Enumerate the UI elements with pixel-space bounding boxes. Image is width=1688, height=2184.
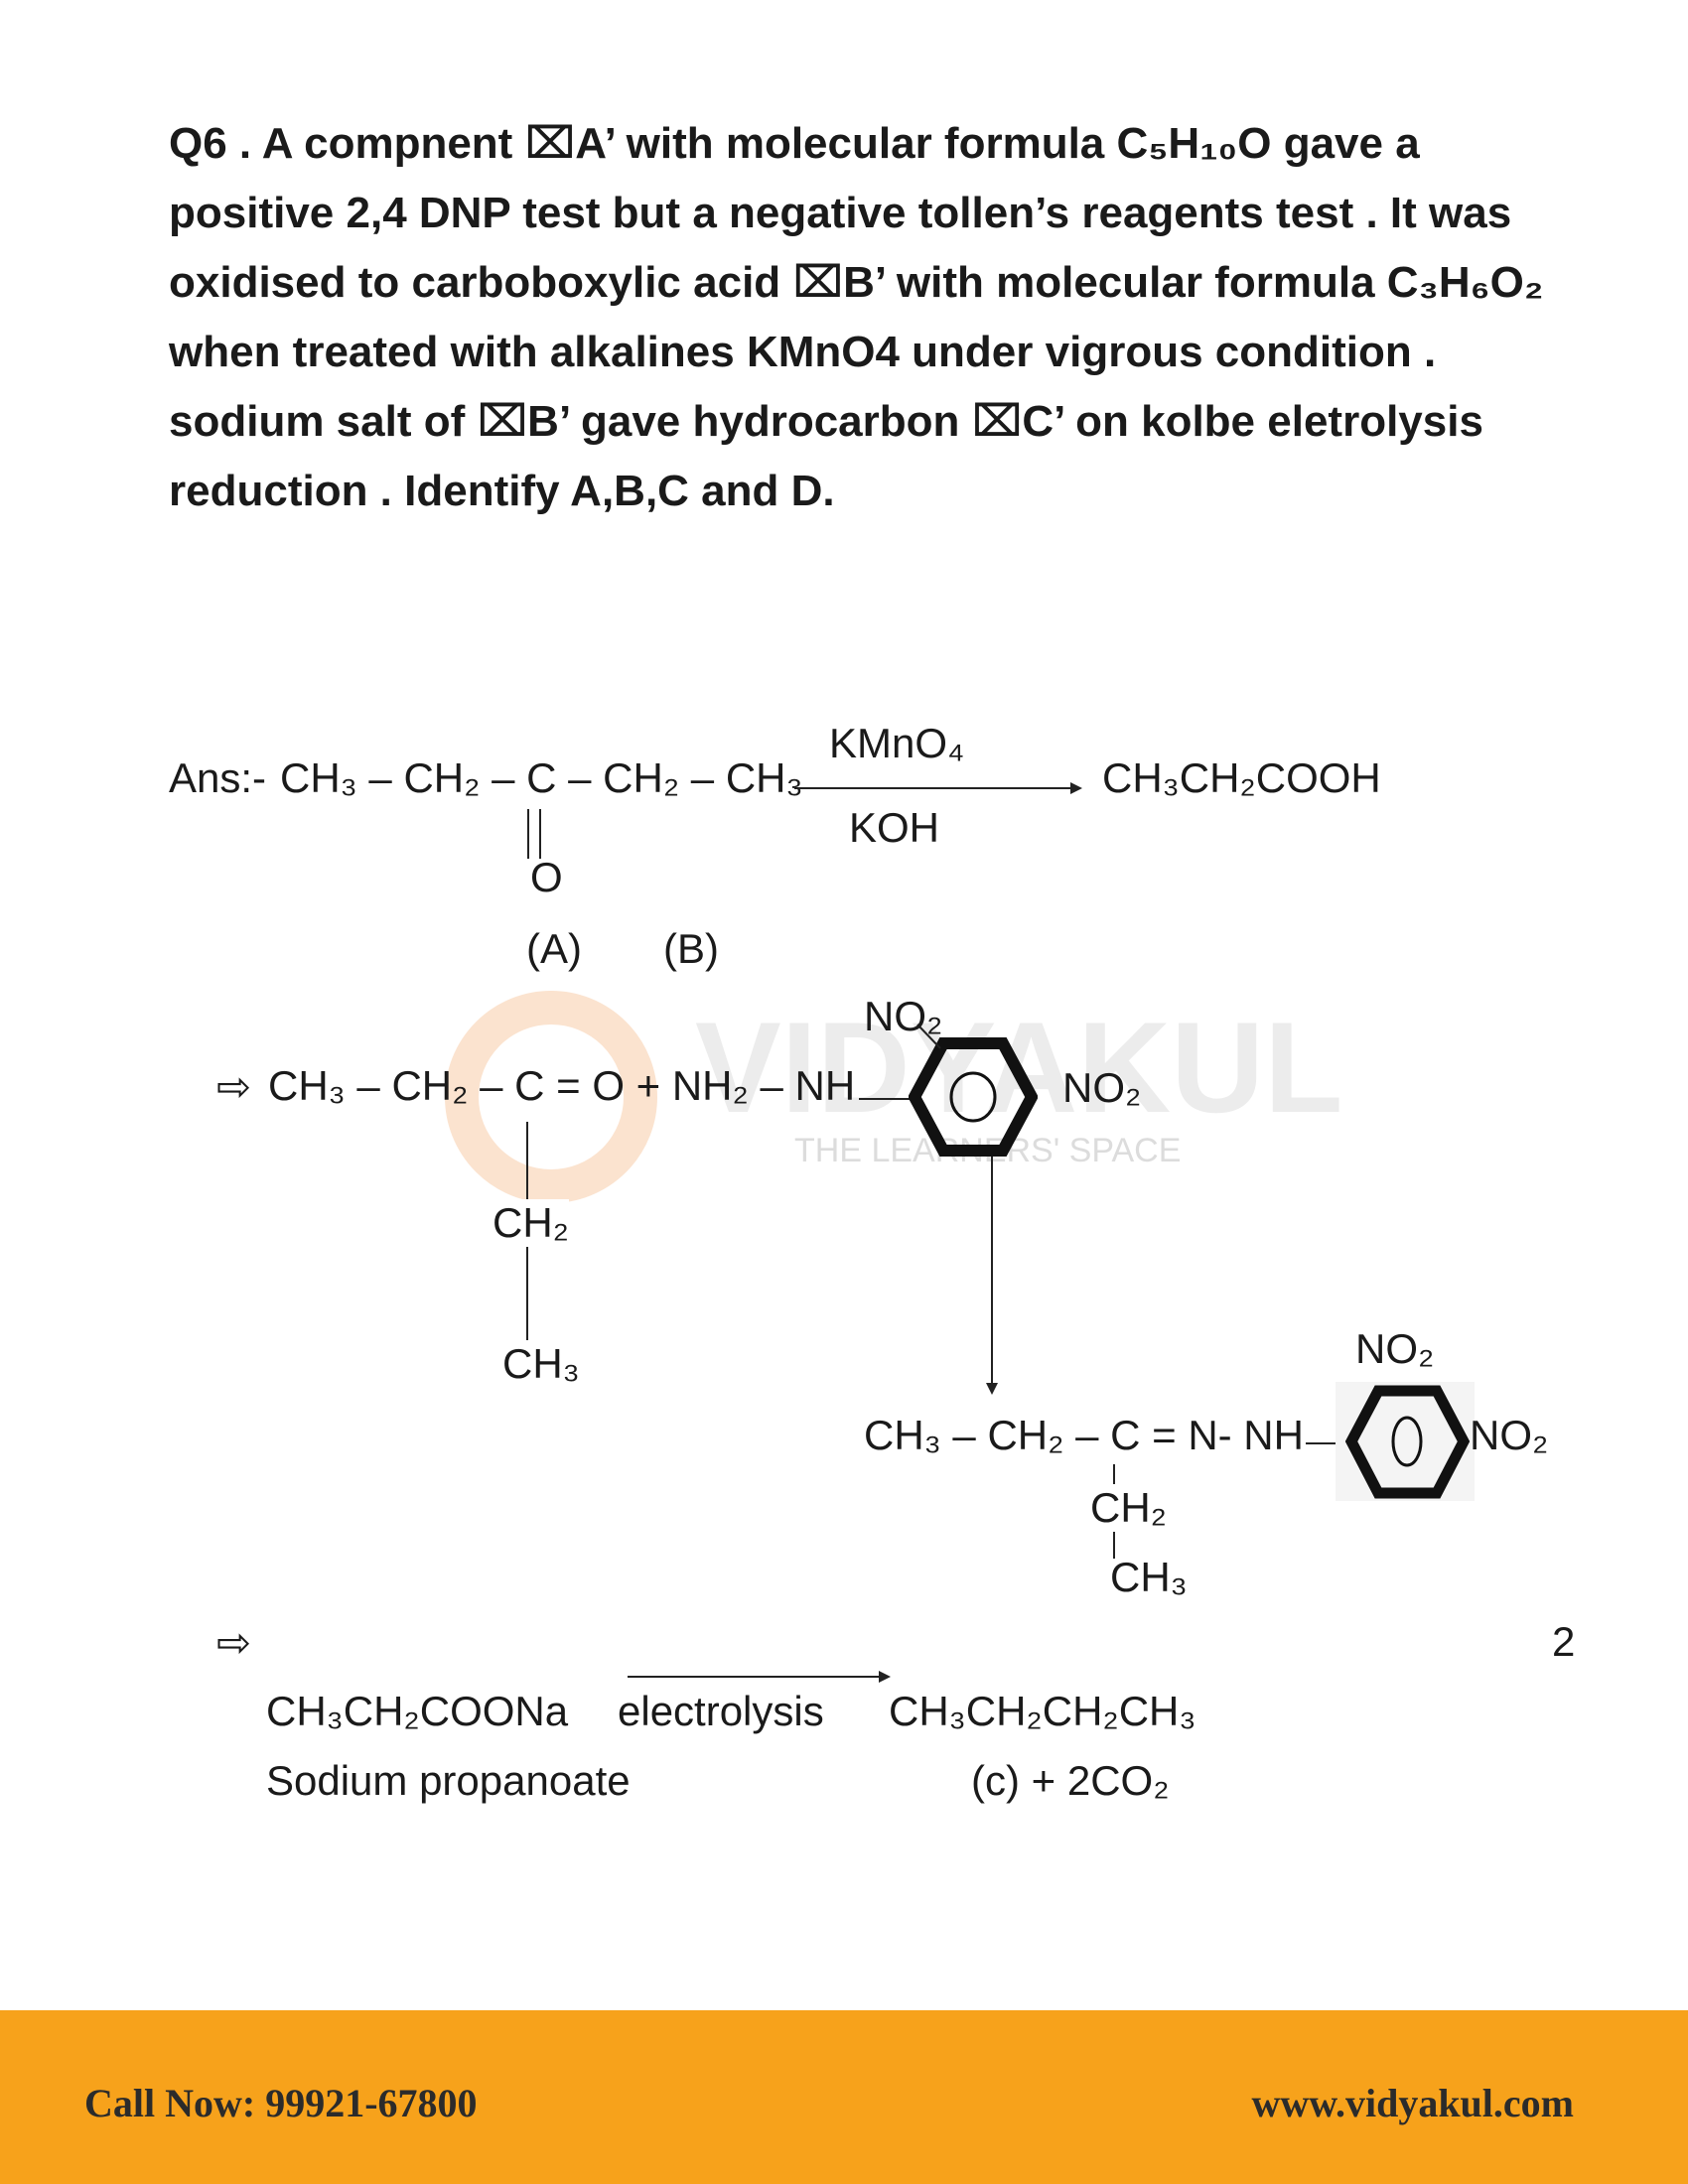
page-number: 2 <box>1552 1618 1576 1665</box>
carbonyl-oxygen: O <box>530 854 563 900</box>
product-acid: CH₃CH₂COOH <box>1102 754 1381 801</box>
dnp-nitro-top: NO₂ <box>864 993 943 1039</box>
product-ch3: CH₃ <box>1110 1554 1188 1600</box>
dnp-branch-ch3: CH₃ <box>502 1340 580 1387</box>
product-benzene-ring-icon <box>1344 1385 1471 1504</box>
carbonyl-double-bond <box>527 809 541 859</box>
question-line-2: positive 2,4 DNP test but a negative tol… <box>169 189 1512 237</box>
dnp-bond-to-ring <box>859 1098 914 1100</box>
product-bond-to-ring <box>1306 1442 1350 1444</box>
reactant-chain: CH₃ – CH₂ – C – CH₂ – CH₃ <box>280 754 803 801</box>
product-nitro-right: NO₂ <box>1470 1412 1549 1458</box>
dnp-nitro-bond <box>915 1023 945 1057</box>
dnp-nitro-right: NO₂ <box>1062 1064 1142 1111</box>
question-line-3: oxidised to carboboxylic acid ⌧B’ with m… <box>169 258 1544 307</box>
product-nitro-top: NO₂ <box>1355 1325 1435 1372</box>
product-ring-background <box>1336 1382 1475 1501</box>
question-line-4: when treated with alkalines KMnO4 under … <box>169 328 1437 376</box>
question-line-6: reduction . Identify A,B,C and D. <box>169 467 835 515</box>
kolbe-reaction-arrow <box>628 1670 891 1689</box>
kolbe-product-label: (c) + 2CO₂ <box>971 1757 1170 1804</box>
reaction-arrow <box>794 781 1082 800</box>
product-chain: CH₃ – CH₂ – C = N- NH <box>864 1412 1304 1458</box>
dnp-branch-ch2: CH₂ <box>492 1199 569 1247</box>
kolbe-product: CH₃CH₂CH₂CH₃ <box>889 1688 1196 1734</box>
label-b: (B) <box>663 925 719 972</box>
kolbe-reactant: CH₃CH₂COONa <box>266 1688 569 1734</box>
product-ch2: CH₂ <box>1090 1484 1167 1532</box>
footer-website-link[interactable]: www.vidyakul.com <box>1251 2081 1575 2125</box>
answer-prefix: Ans:- <box>169 754 267 801</box>
kolbe-arrow-icon: ⇨ <box>216 1619 252 1666</box>
footer-bar: Call Now: 99921-67800 www.vidyakul.com <box>0 2010 1688 2184</box>
dnp-benzene-ring-icon <box>908 1037 1039 1161</box>
watermark-logo-icon <box>437 983 665 1216</box>
label-a: (A) <box>526 925 582 972</box>
kolbe-reactant-name: Sodium propanoate <box>266 1757 631 1804</box>
reagent-koh: KOH <box>849 804 940 851</box>
kolbe-condition: electrolysis <box>618 1688 824 1734</box>
dnp-arrow-icon: ⇨ <box>216 1063 252 1110</box>
dnp-down-arrow <box>984 1157 1000 1400</box>
question-line-5: sodium salt of ⌧B’ gave hydrocarbon ⌧C’ … <box>169 397 1483 446</box>
footer-call-now[interactable]: Call Now: 99921-67800 <box>84 2081 478 2125</box>
dnp-left-chain: CH₃ – CH₂ – C = O + NH₂ – NH <box>268 1062 856 1109</box>
reagent-kmno4: KMnO₄ <box>829 720 965 766</box>
question-line-1: Q6 . A compnent ⌧A’ with molecular formu… <box>169 119 1420 168</box>
